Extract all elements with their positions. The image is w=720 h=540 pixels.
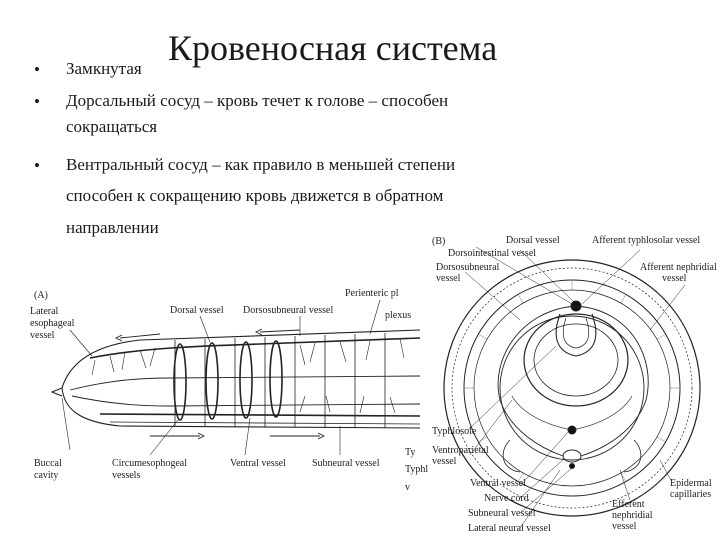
fig-b-ventroparietal-2: vessel [432, 456, 457, 467]
fig-b-dorsosubneural-2: vessel [436, 273, 461, 284]
bullet-marker: • [34, 92, 40, 111]
fig-a-subneural-label: Subneural vessel [312, 458, 380, 469]
fig-b-dorsosubneural-1: Dorsosubneural [436, 262, 500, 273]
fig-b-subneural-label: Subneural vessel [468, 508, 536, 519]
fig-b-afferent-nephridial-2: vessel [662, 273, 687, 284]
worm-leader-lines [61, 299, 381, 456]
bullet-3-line-2: способен к сокращению кровь движется в о… [66, 186, 444, 205]
fig-a-perienteric-label: Perienteric pl [345, 288, 399, 299]
worm-dorsal-vessel [89, 337, 421, 359]
bullet-marker: • [34, 156, 40, 175]
bullet-3-line-3: направлении [66, 218, 159, 237]
fig-b-dorsointestinal-label: Dorsointestinal vessel [448, 248, 536, 259]
worm-cross-section [443, 246, 701, 529]
bullet-marker: • [34, 60, 40, 79]
fig-a-circumesophageal-1: Circumesophogeal [112, 458, 187, 469]
worm-mouth [50, 387, 63, 397]
bullet-1-line-1: Замкнутая [66, 59, 142, 78]
epidermal-capillary-layer [451, 267, 693, 509]
fig-a-ty-label: Ty [405, 447, 415, 458]
fig-b-epidermal-1: Epidermal [670, 478, 712, 489]
fig-a-plexus-label: plexus [385, 310, 411, 321]
ventroparietal-vessel-right [571, 395, 633, 431]
fig-a-buccal-1: Buccal [34, 458, 62, 469]
worm-capillaries [91, 338, 405, 414]
worm-flow-arrows [114, 328, 326, 440]
fig-a-ventral-label: Ventral vessel [230, 458, 286, 469]
ventroparietal-vessel-left [511, 395, 573, 431]
fig-a-v-label: v [405, 482, 410, 493]
nephridium-left [502, 439, 521, 473]
worm-segments [174, 333, 386, 428]
fig-b-nerve-cord-label: Nerve cord [484, 493, 529, 504]
coelom-boundary [499, 315, 645, 461]
dorsosubneural-vessel-left [497, 305, 577, 457]
worm-ventral-vessel [99, 413, 421, 417]
dorsosubneural-vessel-right [575, 305, 649, 457]
epidermis-outer [443, 259, 701, 517]
slide-title: Кровеносная система [168, 28, 498, 68]
fig-b-efferent-nephridial-1: Efferent [612, 499, 645, 510]
nephridium-right [623, 439, 642, 473]
fig-b-typhl-partial-label: Typhl [405, 464, 428, 475]
typhlosole [555, 313, 597, 357]
bullet-3-line-1: Вентральный сосуд – как правило в меньше… [66, 155, 456, 174]
fig-a-panel-label: (A) [34, 290, 48, 301]
fig-b-afferent-nephridial-1: Afferent nephridial [640, 262, 717, 273]
subneural-vessel-dot [569, 463, 575, 469]
fig-a-buccal-2: cavity [34, 470, 58, 481]
intestine-inner [533, 323, 619, 397]
worm-side-view [50, 299, 421, 456]
fig-b-afferent-typhlosolar-label: Afferent typhlosolar vessel [592, 235, 700, 246]
fig-b-typhlosole-label: Typhlosole [432, 426, 477, 437]
fig-b-dorsal-label: Dorsal vessel [506, 235, 560, 246]
typhlosole-inner [562, 317, 590, 349]
fig-a-lateral-esophageal-2: esophageal [30, 318, 75, 329]
muscle-stripes [464, 280, 680, 483]
worm-gut [69, 375, 421, 407]
worm-hearts [173, 340, 283, 421]
fig-a-lateral-esophageal-3: vessel [30, 330, 55, 341]
fig-b-efferent-nephridial-2: nephridial [612, 510, 653, 521]
intestine-outer [523, 313, 629, 407]
fig-b-ventroparietal-1: Ventroparietal [432, 445, 489, 456]
bullet-2-line-2: сокращаться [66, 117, 158, 136]
fig-b-lateral-neural-label: Lateral neural vessel [468, 523, 551, 534]
cross-section-leader-lines [464, 246, 686, 529]
worm-body-outline [61, 329, 421, 429]
fig-b-epidermal-2: capillaries [670, 489, 711, 500]
fig-a-circumesophageal-2: vessels [112, 470, 140, 481]
fig-b-efferent-nephridial-3: vessel [612, 521, 637, 532]
fig-a-dorsosubneural-label: Dorsosubneural vessel [243, 305, 333, 316]
bullet-2-line-1: Дорсальный сосуд – кровь течет к голове … [66, 91, 449, 110]
fig-b-ventral-label: Ventral vessel [470, 478, 526, 489]
fig-b-panel-label: (B) [432, 236, 445, 247]
fig-a-lateral-esophageal-1: Lateral [30, 306, 59, 317]
fig-a-dorsal-label: Dorsal vessel [170, 305, 224, 316]
